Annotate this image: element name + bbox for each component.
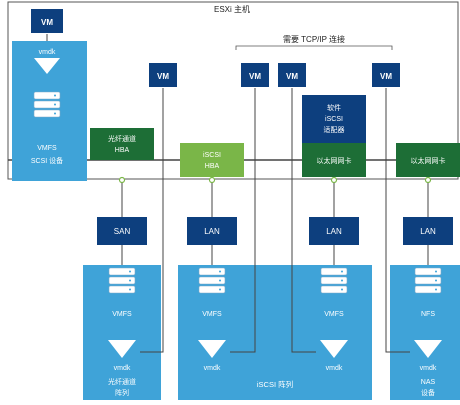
vm-label-nas: VM xyxy=(380,72,392,81)
adapter-nic-1-label: 以太网网卡 xyxy=(317,156,352,165)
network-san xyxy=(97,217,147,245)
tcpip-bracket xyxy=(235,45,393,50)
adapter-sw-iscsi-line2: iSCSI xyxy=(325,116,343,123)
vm-label-iscsi-hw: VM xyxy=(249,72,261,81)
nas-array-name-2: 设备 xyxy=(421,388,435,397)
esxi-host-frame xyxy=(7,1,459,180)
adapter-fc-hba xyxy=(90,128,154,160)
iscsi-b-server-stack xyxy=(320,267,348,294)
fc-array-name-1: 光纤通道 xyxy=(108,377,136,386)
port-fc xyxy=(118,176,126,184)
iscsi-array-name: iSCSI 阵列 xyxy=(257,379,293,389)
iscsi-a-vmdk-label: vmdk xyxy=(204,365,221,372)
tcpip-note: 需要 TCP/IP 连接 xyxy=(283,34,345,44)
network-lan-1-label: LAN xyxy=(204,227,220,236)
fc-array-name-2: 阵列 xyxy=(115,388,129,397)
iscsi-a-vmdk-disk xyxy=(198,340,226,358)
fc-vmdk-label: vmdk xyxy=(114,365,131,372)
network-lan-3 xyxy=(403,217,453,245)
nas-vmdk-disk xyxy=(414,340,442,358)
adapter-iscsi-hba xyxy=(180,143,244,177)
nas-fs-label: NFS xyxy=(421,311,435,318)
adapter-fc-hba-line2: HBA xyxy=(115,147,130,154)
fc-vmdk-disk xyxy=(108,340,136,358)
port-iscsi-hba xyxy=(208,176,216,184)
iscsi-b-vmdk-label: vmdk xyxy=(326,365,343,372)
vm-fc-connector xyxy=(140,88,164,353)
iscsi-a-fs-label: VMFS xyxy=(202,311,222,318)
local-scsi-label: SCSI 设备 xyxy=(31,156,63,165)
network-lan-2 xyxy=(309,217,359,245)
adapter-iscsi-hba-line1: iSCSI xyxy=(203,152,221,159)
network-lan-3-label: LAN xyxy=(420,227,436,236)
vm-iscsi-hw-connector xyxy=(230,88,256,353)
nas-server-stack xyxy=(414,267,442,294)
port-nic-2 xyxy=(424,176,432,184)
adapter-sw-iscsi xyxy=(302,95,366,143)
vm-iscsi-sw-connector xyxy=(291,88,316,353)
iscsi-a-server-stack xyxy=(198,267,226,294)
vm-nas-connector xyxy=(385,88,410,353)
local-server-stack xyxy=(33,91,61,118)
network-san-label: SAN xyxy=(114,227,131,236)
local-vmfs-label: VMFS xyxy=(37,145,57,152)
iscsi-b-vmdk-disk xyxy=(320,340,348,358)
vm-label-fc: VM xyxy=(157,72,169,81)
local-vm-box xyxy=(29,7,65,35)
nas-vmdk-label: vmdk xyxy=(420,365,437,372)
adapter-nic-2-label: 以太网网卡 xyxy=(411,156,446,165)
adapter-nic-2 xyxy=(396,143,460,177)
local-vm-label: VM xyxy=(41,18,53,27)
fc-fs-label: VMFS xyxy=(112,311,132,318)
vm-box-fc xyxy=(147,61,179,89)
iscsi-b-fs-label: VMFS xyxy=(324,311,344,318)
nas-array-name-1: NAS xyxy=(421,379,436,386)
local-vmdk-label: vmdk xyxy=(39,49,56,56)
network-lan-1 xyxy=(187,217,237,245)
port-nic-1 xyxy=(330,176,338,184)
adapter-nic-1 xyxy=(302,143,366,177)
adapter-iscsi-hba-line2: HBA xyxy=(205,163,220,170)
esxi-host-title: ESXi 主机 xyxy=(214,4,250,14)
fc-server-stack xyxy=(108,267,136,294)
vm-label-iscsi-sw: VM xyxy=(286,72,298,81)
adapter-sw-iscsi-line1: 软件 xyxy=(327,103,341,112)
adapter-sw-iscsi-line3: 适配器 xyxy=(324,125,345,134)
local-vmdk-disk xyxy=(34,58,60,74)
adapter-fc-hba-line1: 光纤通道 xyxy=(108,134,136,143)
network-lan-2-label: LAN xyxy=(326,227,342,236)
